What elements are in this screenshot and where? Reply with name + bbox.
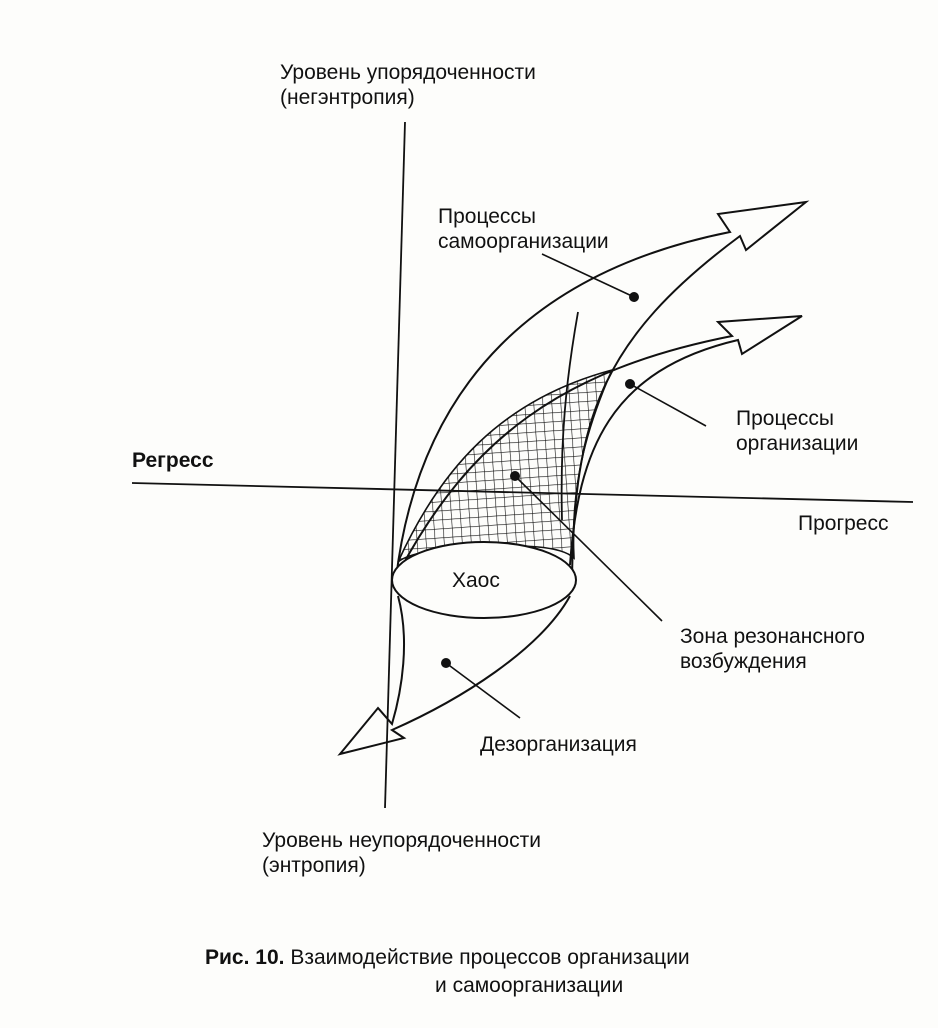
organization-label: Процессы организации: [736, 407, 859, 455]
regress-axis-label: Регресс: [132, 449, 214, 472]
disorganization-arrow: [337, 595, 571, 756]
figure-caption: Рис. 10. Взаимодействие процессов органи…: [205, 944, 825, 1000]
resonance-zone-label: Зона резонансного возбуждения: [680, 625, 865, 673]
negentropy-axis-label: Уровень упорядоченности (негэнтропия): [280, 61, 536, 109]
vertical-axis: [384, 121, 406, 809]
chaos-label: Хаос: [452, 569, 500, 592]
figure-number: Рис. 10.: [205, 946, 285, 969]
chaos-ellipse: [391, 541, 577, 619]
figure-title-line2: и самоорганизации: [435, 974, 624, 997]
disorganization-label: Дезорганизация: [480, 733, 637, 756]
resonance-zone-hatch: [397, 368, 614, 563]
progress-axis-label: Прогресс: [798, 512, 889, 535]
self-organization-label: Процессы самоорганизации: [438, 205, 609, 253]
entropy-axis-label: Уровень неупорядоченности (энтропия): [262, 829, 541, 877]
organization-leader: [629, 383, 707, 427]
disorganization-leader: [445, 662, 521, 719]
resonance-zone-leader: [514, 475, 663, 622]
figure-title-line1: Взаимодействие процессов организации: [290, 946, 690, 969]
self-organization-leader: [541, 253, 635, 298]
